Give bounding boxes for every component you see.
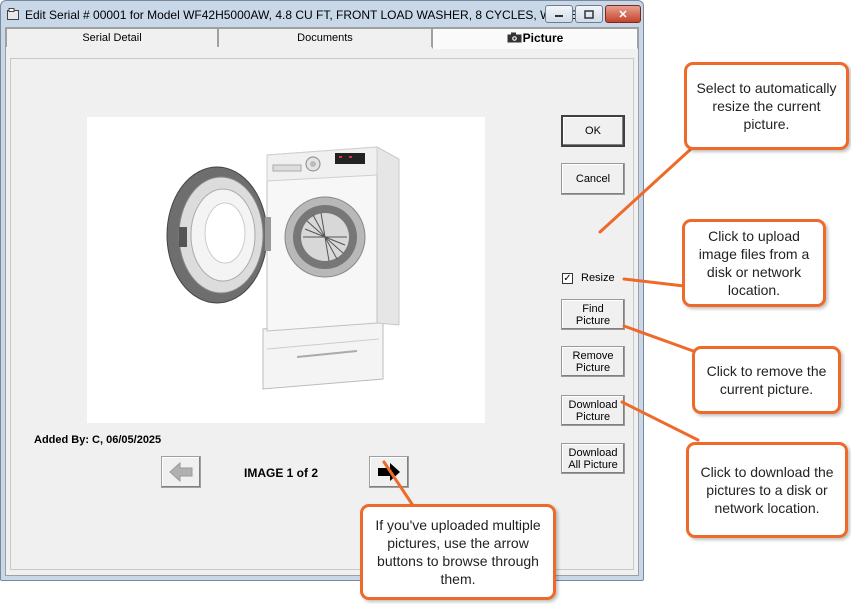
tab-picture-label: Picture	[522, 31, 564, 45]
arrows-callout: If you've uploaded multiple pictures, us…	[360, 504, 556, 600]
camera-icon	[507, 30, 522, 48]
picture-panel: Added By: C, 06/05/2025 IMAGE 1 of 2 OK …	[10, 58, 634, 570]
next-picture-button[interactable]	[369, 456, 409, 488]
resize-callout: Select to automatically resize the curre…	[684, 62, 849, 150]
download-all-label-2: All Picture	[568, 458, 618, 471]
remove-picture-callout: Click to remove the current picture.	[692, 346, 841, 414]
remove-picture-button[interactable]: Remove Picture	[561, 346, 625, 377]
minimize-icon	[555, 15, 563, 17]
download-picture-button[interactable]: Download Picture	[561, 395, 625, 426]
find-picture-label-1: Find	[582, 302, 604, 315]
find-picture-callout: Click to upload image files from a disk …	[682, 219, 826, 307]
minimize-button[interactable]	[545, 5, 573, 23]
download-all-pictures-button[interactable]: Download All Picture	[561, 443, 625, 474]
arrow-right-icon	[378, 463, 400, 481]
close-icon: ✕	[618, 8, 628, 21]
dialog-client-area: Serial Detail Documents Picture	[5, 27, 639, 576]
image-counter: IMAGE 1 of 2	[243, 466, 318, 480]
remove-picture-label-1: Remove	[572, 349, 614, 362]
cancel-button[interactable]: Cancel	[561, 163, 625, 195]
find-picture-label-2: Picture	[575, 314, 611, 327]
find-picture-button[interactable]: Find Picture	[561, 299, 625, 330]
ok-button[interactable]: OK	[561, 115, 625, 147]
title-bar[interactable]: Edit Serial # 00001 for Model WF42H5000A…	[1, 1, 643, 27]
picture-viewer	[87, 117, 485, 423]
tab-picture[interactable]: Picture	[432, 28, 638, 49]
resize-label: Resize	[581, 272, 615, 284]
download-all-label-1: Download	[568, 446, 618, 459]
tab-strip: Serial Detail Documents Picture	[6, 28, 638, 49]
tab-documents[interactable]: Documents	[218, 28, 432, 47]
edit-serial-window: Edit Serial # 00001 for Model WF42H5000A…	[0, 0, 644, 581]
download-picture-label-1: Download	[568, 398, 618, 411]
remove-picture-label-2: Picture	[575, 361, 611, 374]
arrow-left-icon	[169, 461, 193, 483]
download-picture-label-2: Picture	[575, 410, 611, 423]
added-by-label: Added By: C, 06/05/2025	[34, 434, 162, 446]
resize-checkbox[interactable]: ✓ Resize	[562, 272, 615, 284]
close-button[interactable]: ✕	[605, 5, 641, 23]
app-icon	[7, 8, 19, 20]
washer-image	[166, 146, 400, 390]
checkbox-checked-icon[interactable]: ✓	[562, 272, 573, 284]
window-title: Edit Serial # 00001 for Model WF42H5000A…	[25, 8, 579, 22]
maximize-icon	[584, 9, 594, 19]
tab-serial-detail[interactable]: Serial Detail	[6, 28, 218, 47]
download-picture-callout: Click to download the pictures to a disk…	[686, 442, 848, 538]
previous-picture-button[interactable]	[161, 456, 201, 488]
maximize-button[interactable]	[575, 5, 603, 23]
